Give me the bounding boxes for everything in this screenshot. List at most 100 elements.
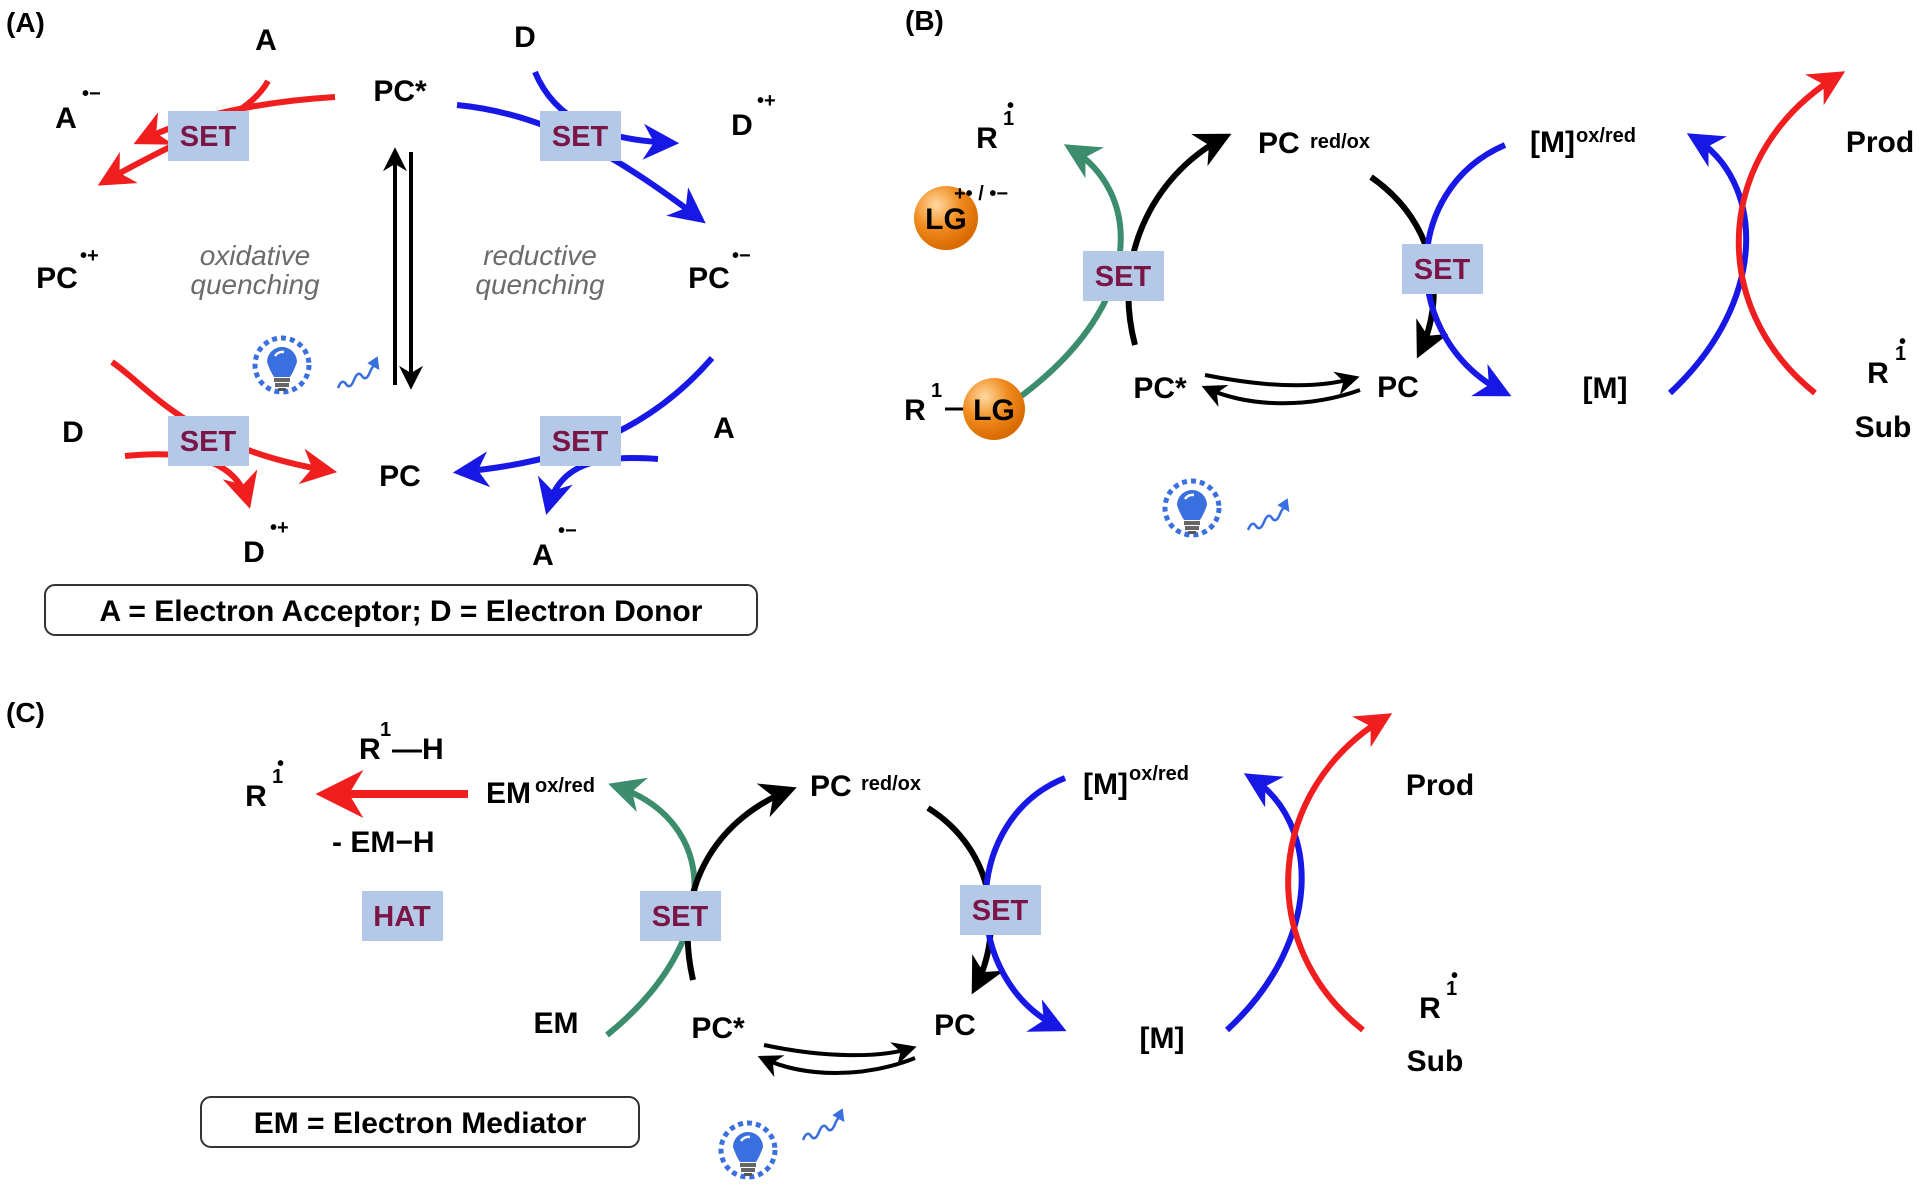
oxidative-label-1: oxidative — [200, 240, 311, 271]
donor-radical-cation-a-bottom: D — [243, 536, 265, 569]
light-bulb-icon-c — [721, 1123, 775, 1177]
light-wave-icon-c — [801, 1108, 845, 1141]
set-label-a-2: SET — [552, 121, 609, 153]
product-label-b: Prod — [1846, 126, 1914, 159]
set-box-c-2 — [960, 885, 1041, 935]
product-label-c: Prod — [1406, 769, 1474, 802]
r1h-label-c-sup: 1 — [380, 719, 391, 741]
acceptor-radical-anion-a-bottom: A — [532, 539, 554, 572]
black-arrow-c-up — [684, 783, 797, 981]
r1-lg-prefix-b-sup: 1 — [931, 380, 942, 402]
pc-radical-cation-a-sup: •+ — [80, 245, 99, 267]
pc-redox-label-b-sup: red/ox — [1310, 131, 1370, 153]
leaving-group-charge-b: +• / •− — [954, 183, 1008, 205]
set-box-b-2 — [1402, 244, 1483, 294]
donor-label-a-bottom: D — [62, 416, 84, 449]
pc-radical-cation-a: PC — [36, 262, 78, 295]
r1-radical-sub-c-dot: • — [1451, 965, 1458, 987]
reductive-label-2: quenching — [475, 269, 605, 300]
light-wave-icon — [336, 356, 380, 389]
hat-label-c: HAT — [373, 901, 431, 933]
donor-radical-cation-a-bottom-sup: •+ — [270, 517, 289, 539]
legend-box-a — [44, 584, 758, 636]
set-label-a-4: SET — [552, 426, 609, 458]
set-label-c-2: SET — [972, 895, 1029, 927]
set-box-a-4 — [540, 416, 621, 466]
panel-c-tag: (C) — [6, 697, 45, 728]
set-label-b-2: SET — [1414, 254, 1471, 286]
equilibrium-arrow-c-top — [763, 1042, 917, 1066]
r1-radical-sub-b: R — [1867, 357, 1889, 390]
set-label-a-1: SET — [180, 121, 237, 153]
panel-b: (B) SET SET R 1 • LG +• / •− PC red/ox [… — [904, 5, 1914, 535]
equilibrium-arrow-c-bottom — [757, 1055, 916, 1077]
set-box-b-1 — [1083, 251, 1164, 301]
red-arrow-c — [1285, 713, 1393, 1033]
panel-c: (C) R 1 —H R 1 • EM ox/red - EM−H HAT SE… — [6, 697, 1474, 1177]
light-bulb-icon-b — [1165, 481, 1219, 535]
set-label-b-1: SET — [1095, 261, 1152, 293]
r1h-label-c: R — [359, 733, 381, 766]
r1-radical-c-sup: 1 — [272, 766, 283, 788]
r1-radical-b-sup: 1 — [1003, 108, 1014, 130]
pc-label-a: PC — [379, 460, 421, 493]
em-oxred-label-c: EM — [486, 777, 531, 810]
panel-a: (A) SET SET SET SET PC* PC oxidative que… — [6, 7, 776, 636]
donor-label-a-top: D — [514, 21, 536, 54]
r1-radical-c-dot: • — [277, 753, 284, 775]
leaving-group-label-b-bottom: LG — [973, 394, 1015, 427]
em-oxred-label-c-sup: ox/red — [535, 775, 595, 797]
acceptor-radical-anion-a-top: A — [55, 102, 77, 135]
r1-radical-sub-b-sup: 1 — [1895, 343, 1906, 365]
acceptor-label-a-top: A — [255, 24, 277, 57]
leaving-group-ball-b-top — [914, 186, 978, 250]
pc-radical-anion-a: PC — [688, 262, 730, 295]
panel-a-tag: (A) — [6, 7, 45, 38]
pc-star-label-b: PC* — [1133, 372, 1187, 405]
acceptor-radical-anion-a-bottom-sup: •− — [558, 520, 577, 542]
panel-b-tag: (B) — [905, 5, 944, 36]
substrate-label-c: Sub — [1407, 1045, 1464, 1078]
minus-emh-label-c: - EM−H — [332, 826, 435, 859]
light-wave-icon-b — [1246, 498, 1290, 531]
em-label-c: EM — [534, 1007, 579, 1040]
m-oxred-label-c-sup: ox/red — [1129, 763, 1189, 785]
pc-redox-label-c-sup: red/ox — [861, 773, 921, 795]
r1-lg-prefix-b: R — [904, 394, 926, 427]
set-box-a-1 — [168, 111, 249, 161]
pc-label-c: PC — [934, 1009, 976, 1042]
r1h-bond-c: —H — [392, 733, 444, 766]
hat-box-c — [362, 891, 443, 941]
leaving-group-ball-b-bottom — [963, 378, 1025, 440]
reductive-label-1: reductive — [483, 240, 597, 271]
donor-radical-cation-a-top: D — [731, 109, 753, 142]
red-arrow-b — [1735, 71, 1846, 396]
r1-radical-c: R — [245, 780, 267, 813]
pc-redox-label-b: PC — [1258, 127, 1300, 160]
set-label-a-3: SET — [180, 426, 237, 458]
m-label-c: [M] — [1140, 1022, 1185, 1055]
r1-radical-sub-c-sup: 1 — [1446, 978, 1457, 1000]
oxidative-label-2: quenching — [190, 269, 320, 300]
r1-radical-b: R — [976, 122, 998, 155]
set-box-a-2 — [540, 111, 621, 161]
m-oxred-label-b: [M] — [1530, 126, 1575, 159]
r1-radical-sub-b-dot: • — [1899, 331, 1906, 353]
pc-redox-label-c: PC — [810, 770, 852, 803]
pc-star-label-a: PC* — [373, 75, 427, 108]
legend-text-a: A = Electron Acceptor; D = Electron Dono… — [100, 595, 703, 628]
equilibrium-arrow-b-top — [1204, 371, 1360, 395]
pc-star-label-c: PC* — [691, 1012, 745, 1045]
black-arrow-b-up — [1125, 133, 1232, 346]
equilibrium-arrow-b-bottom — [1201, 385, 1361, 407]
light-bulb-icon — [255, 338, 309, 392]
m-label-b: [M] — [1583, 372, 1628, 405]
pc-label-b: PC — [1377, 371, 1419, 404]
substrate-label-b: Sub — [1855, 411, 1912, 444]
set-label-c-1: SET — [652, 901, 709, 933]
pc-radical-anion-a-sup: •− — [732, 245, 751, 267]
r1-radical-b-dot: • — [1007, 95, 1014, 117]
acceptor-label-a-bottom: A — [713, 412, 735, 445]
set-box-a-3 — [168, 416, 249, 466]
